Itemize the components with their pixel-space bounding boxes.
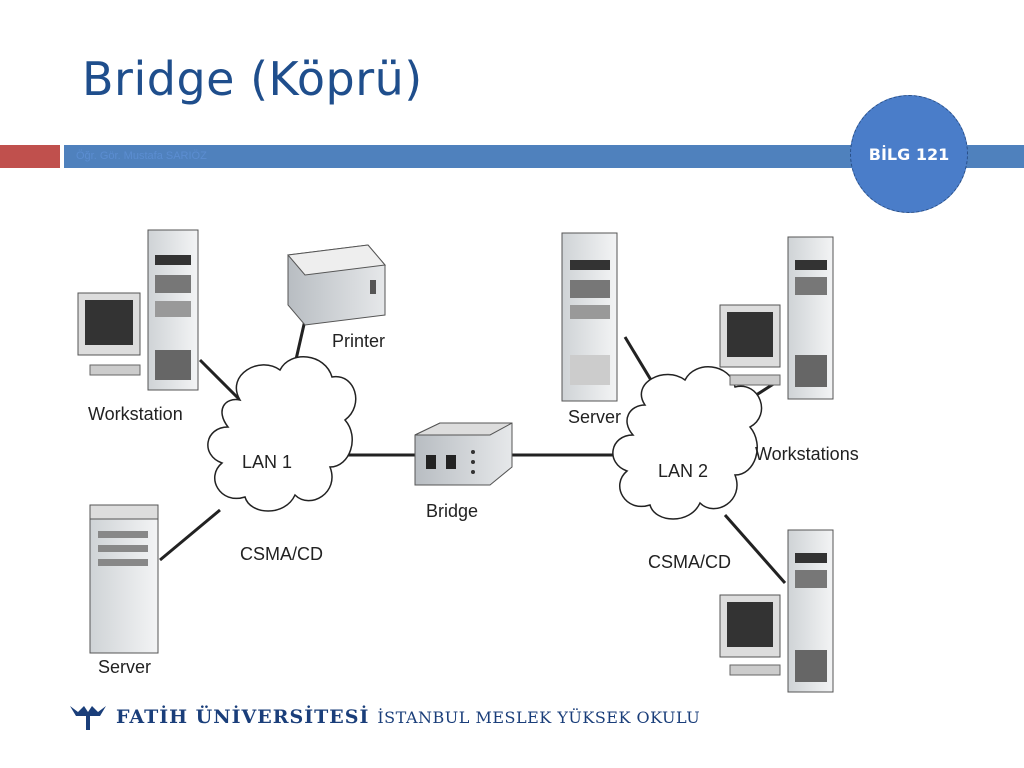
lan2-label: LAN 2 — [658, 461, 708, 481]
server-left-label: Server — [98, 657, 151, 677]
workstations-label: Workstations — [755, 444, 859, 464]
bridge-icon — [414, 422, 513, 486]
lan1-label: LAN 1 — [242, 452, 292, 472]
school-name: İSTANBUL MESLEK YÜKSEK OKULU — [377, 707, 701, 727]
printer-label: Printer — [332, 331, 385, 351]
bridge-label: Bridge — [426, 501, 478, 521]
author-name: Öğr. Gör. Mustafa SARIÖZ — [76, 150, 207, 162]
header-accent-bar — [0, 145, 60, 168]
slide-title: Bridge (Köprü) — [82, 52, 423, 106]
csmacd1-label: CSMA/CD — [240, 544, 323, 564]
university-name: FATİH ÜNİVERSİTESİ — [116, 706, 370, 728]
course-badge: BİLG 121 — [850, 95, 968, 213]
server-left-icon — [89, 504, 159, 654]
workstation-right-top-icon — [719, 236, 834, 400]
lan1-cloud: LAN 1 — [207, 356, 357, 512]
server-right-label: Server — [568, 407, 621, 427]
workstation-label: Workstation — [88, 404, 183, 424]
header-bar — [64, 145, 1024, 168]
workstation-right-bottom-icon — [719, 529, 834, 693]
lan2-cloud: LAN 2 — [612, 366, 763, 520]
connection-lines — [159, 319, 787, 584]
network-diagram: LAN 1 LAN 2 Workstation Printer Server C… — [77, 229, 859, 693]
course-code: BİLG 121 — [868, 144, 950, 164]
server-right-icon — [561, 232, 618, 402]
university-logo-icon — [70, 706, 106, 730]
footer: FATİH ÜNİVERSİTESİ İSTANBUL MESLEK YÜKSE… — [68, 702, 700, 732]
csmacd2-label: CSMA/CD — [648, 552, 731, 572]
workstation-icon — [77, 229, 199, 391]
printer-icon — [287, 244, 386, 326]
